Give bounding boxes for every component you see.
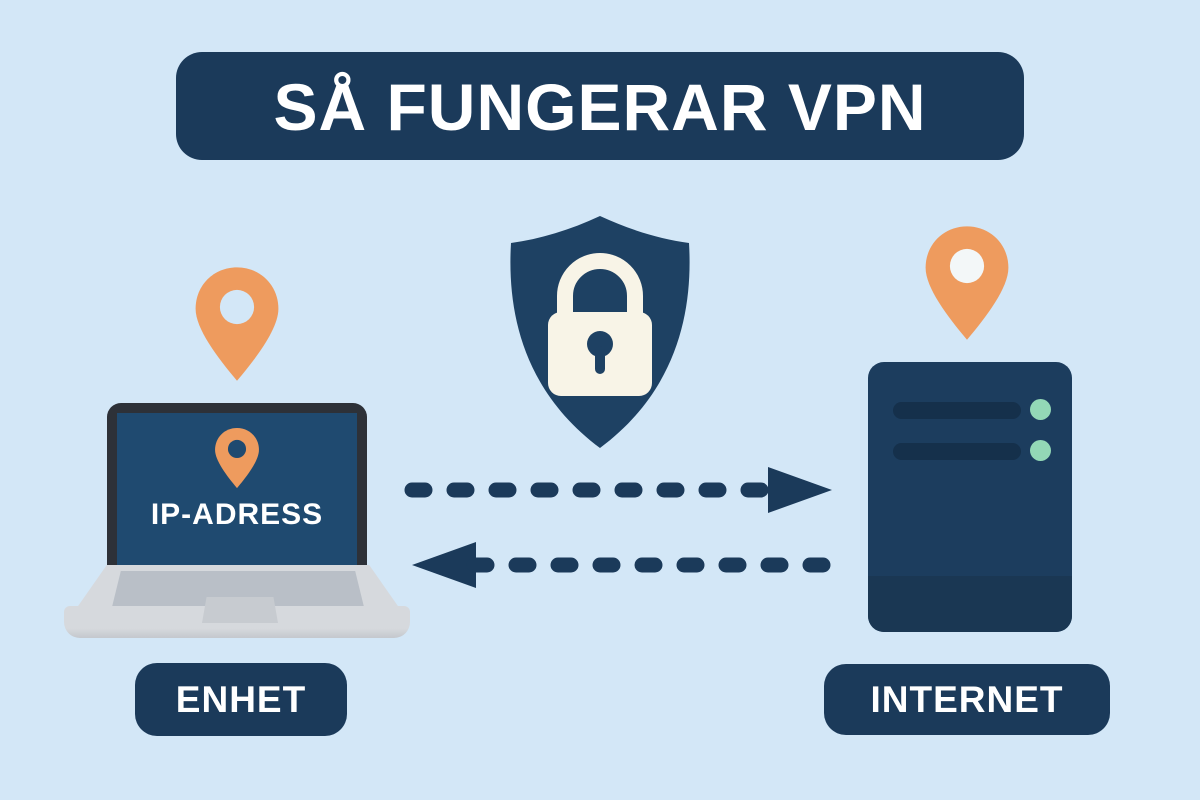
title-banner: SÅ FUNGERAR VPN — [176, 52, 1024, 160]
laptop-trackpad — [202, 597, 278, 623]
internet-caption-pill: INTERNET — [824, 664, 1110, 735]
server-drive-slot — [893, 402, 1021, 419]
device-caption-pill: ENHET — [135, 663, 347, 736]
dashed-arrow-left-icon — [412, 542, 844, 588]
server-status-led — [1030, 399, 1051, 420]
location-pin-icon — [195, 267, 279, 381]
laptop-screen: IP-ADRESS — [117, 413, 357, 565]
server-shade — [868, 576, 1072, 632]
internet-caption: INTERNET — [870, 679, 1064, 720]
device-caption: ENHET — [175, 679, 307, 720]
laptop-device: IP-ADRESS — [107, 403, 367, 565]
page-title: SÅ FUNGERAR VPN — [273, 70, 927, 144]
location-pin-icon — [215, 427, 259, 489]
server-status-led — [1030, 440, 1051, 461]
internet-server — [868, 362, 1072, 632]
shield-lock-icon — [510, 216, 690, 448]
location-pin-icon — [925, 226, 1009, 340]
dashed-arrow-right-icon — [404, 467, 832, 513]
server-drive-slot — [893, 443, 1021, 460]
ip-address-label: IP-ADRESS — [150, 498, 324, 531]
